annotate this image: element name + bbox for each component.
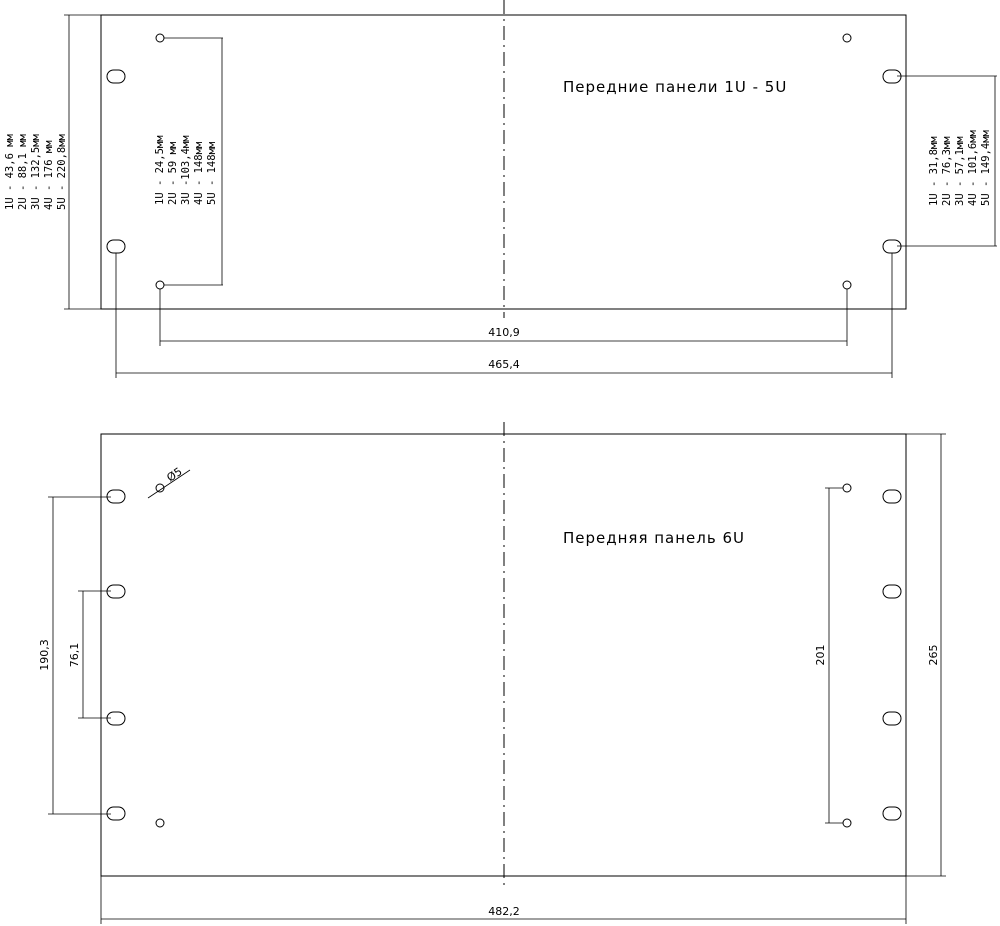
- inner-spacing-4u: 4U - 148мм: [193, 141, 205, 205]
- hole-diameter-label: Ø5: [164, 465, 184, 485]
- dim-outer-width-label: 465,4: [488, 358, 520, 371]
- dim-height-label: 265: [927, 645, 940, 666]
- dim-right-inner-label: 201: [814, 645, 827, 666]
- dim-inner-width-label: 410,9: [488, 326, 520, 339]
- left-heights-list: 1U - 43,6 мм 2U - 88,1 мм 3U - 132,5мм 4…: [4, 133, 68, 210]
- slot-6u-right-1: [882, 489, 902, 504]
- slot-6u-right-3: [882, 711, 902, 726]
- right-spacing-1u: 1U - 31,8мм: [928, 136, 940, 206]
- slot-6u-right-2: [882, 584, 902, 599]
- slot-6u-left-1: [106, 489, 126, 504]
- inner-spacing-list: 1U - 24,5мм 2U - 59 мм 3U -103,4мм 4U - …: [154, 135, 218, 205]
- panel-1u-5u-drawing: Передние панели 1U - 5U 410,9 465,4 1U -…: [4, 0, 997, 378]
- round-hole-6u-bottom-right: [842, 818, 852, 828]
- slot-hole-bottom-right: [882, 239, 902, 254]
- round-hole-top-right: [842, 33, 852, 43]
- dim-width-label: 482,2: [488, 905, 520, 918]
- round-hole-bottom-left: [155, 280, 165, 290]
- panel-6u-title: Передняя панель 6U: [563, 529, 745, 547]
- panel-1u-5u-outline: [100, 14, 907, 310]
- slot-6u-left-2: [106, 584, 126, 599]
- round-hole-bottom-right: [842, 280, 852, 290]
- right-spacing-list: 1U - 31,8мм 2U - 76,3мм 3U - 57,1мм 4U -…: [928, 129, 992, 206]
- hole-diameter-leader: [147, 469, 191, 499]
- inner-spacing-5u: 5U - 148мм: [206, 141, 218, 205]
- slot-hole-bottom-left: [106, 239, 126, 254]
- round-hole-6u-bottom-left: [155, 818, 165, 828]
- round-hole-6u-top-right: [842, 483, 852, 493]
- left-height-3u: 3U - 132,5мм: [30, 133, 42, 210]
- right-spacing-2u: 2U - 76,3мм: [941, 136, 953, 206]
- slot-6u-left-4: [106, 806, 126, 821]
- inner-spacing-1u: 1U - 24,5мм: [154, 135, 166, 205]
- panel-6u-drawing: Ø5 190,3 76,1 201 265 482,2 Передняя пан…: [38, 422, 946, 924]
- round-hole-6u-top-left: [155, 483, 165, 493]
- left-height-2u: 2U - 88,1 мм: [17, 133, 29, 210]
- slot-hole-top-left: [106, 69, 126, 84]
- left-height-1u: 1U - 43,6 мм: [4, 133, 16, 210]
- inner-spacing-2u: 2U - 59 мм: [167, 141, 179, 205]
- round-hole-top-left: [155, 33, 165, 43]
- left-height-5u: 5U - 220,8мм: [56, 133, 68, 210]
- right-spacing-4u: 4U - 101,6мм: [967, 129, 979, 206]
- right-spacing-3u: 3U - 57,1мм: [954, 136, 966, 206]
- slot-6u-left-3: [106, 711, 126, 726]
- inner-spacing-3u: 3U -103,4мм: [180, 135, 192, 205]
- slot-6u-right-4: [882, 806, 902, 821]
- dim-left-inner-label: 76,1: [68, 643, 81, 668]
- left-height-4u: 4U - 176 мм: [43, 140, 55, 210]
- right-spacing-5u: 5U - 149,4мм: [980, 129, 992, 206]
- panel-1u-5u-title: Передние панели 1U - 5U: [563, 78, 787, 96]
- slot-hole-top-right: [882, 69, 902, 84]
- dim-left-outer-label: 190,3: [38, 639, 51, 671]
